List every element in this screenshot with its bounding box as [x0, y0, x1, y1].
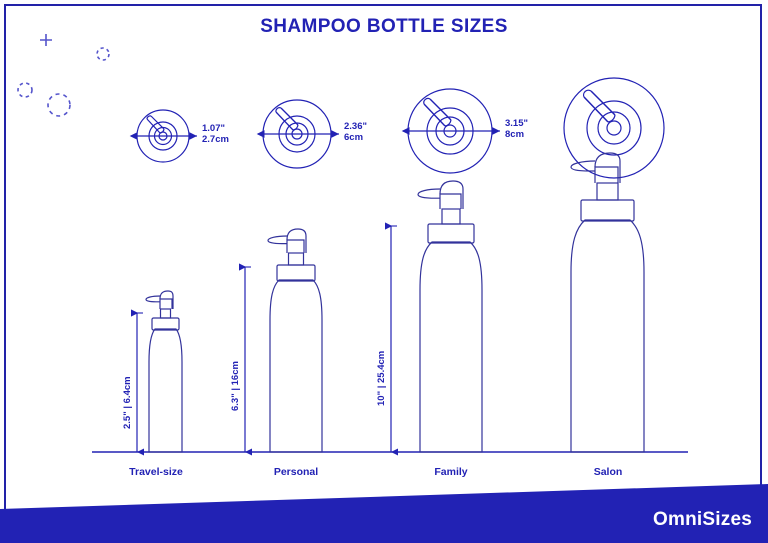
top-view-salon: [563, 77, 665, 179]
plus-icon: [40, 34, 52, 46]
diameter-label-travel-size: 1.07" 2.7cm: [202, 123, 229, 145]
diameter-label-personal: 2.36" 6cm: [344, 121, 367, 143]
category-label-travel-size: Travel-size: [129, 466, 183, 478]
bottle-family: [417, 180, 483, 453]
page-title: SHAMPOO BOTTLE SIZES: [260, 16, 508, 37]
top-view-travel-size: [129, 109, 197, 163]
bottle-travel-size: [145, 290, 183, 453]
decor-marks: [17, 34, 110, 117]
category-label-personal: Personal: [273, 466, 319, 478]
diameter-label-family: 3.15" 8cm: [505, 118, 528, 140]
category-label-salon: Salon: [593, 466, 623, 478]
bottle-personal: [267, 228, 323, 453]
top-view-personal: [256, 99, 339, 169]
category-label-family: Family: [434, 466, 468, 478]
dashed-circle-icon: [17, 82, 33, 98]
dashed-circle-icon: [47, 93, 71, 117]
bottle-salon: [570, 152, 645, 453]
brand-logo: OmniSizes: [653, 509, 752, 530]
top-view-family: [401, 88, 500, 174]
page-border: [4, 4, 762, 537]
dashed-circle-icon: [96, 47, 110, 61]
